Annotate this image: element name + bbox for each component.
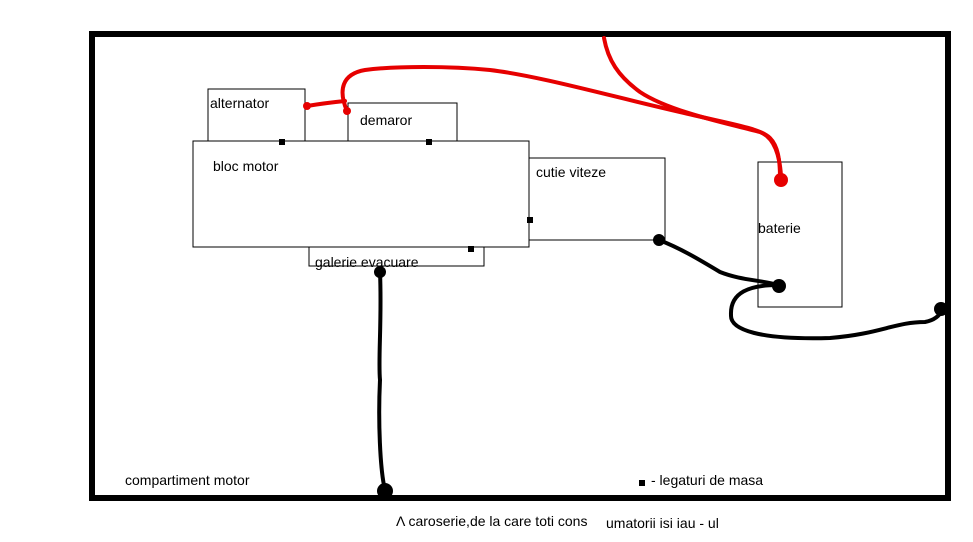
positive-terminal-alternator — [303, 102, 311, 110]
ground-terminal-body — [377, 483, 393, 499]
bloc-motor-box — [192, 140, 530, 248]
ground-terminal-gearbox — [653, 234, 665, 246]
ground-marker — [279, 139, 285, 145]
ground-marker — [426, 139, 432, 145]
ground-terminal-exhaust — [374, 266, 386, 278]
battery-positive-terminal — [774, 173, 788, 187]
galerie-label: galerie evacuare — [315, 254, 419, 270]
ground-marker-legend — [639, 480, 645, 486]
ground-wire-gearbox-battery — [657, 238, 780, 287]
bottom-caption-part2: umatorii isi iau - ul — [606, 515, 719, 531]
battery-negative-terminal — [772, 279, 786, 293]
ground-terminal-frame — [934, 302, 948, 316]
positive-wire-from-top — [602, 36, 783, 178]
demaror-label: demaror — [360, 112, 413, 128]
legend-label: - legaturi de masa — [651, 472, 764, 488]
positive-terminal-demaror — [343, 107, 351, 115]
cutie-viteze-box — [528, 157, 666, 241]
demaror-box — [347, 102, 458, 142]
alternator-label: alternator — [210, 95, 270, 111]
ground-marker — [468, 246, 474, 252]
ground-marker — [527, 217, 533, 223]
ground-wire-battery-frame — [728, 283, 944, 341]
bottom-caption-part1: Λ caroserie,de la care toti cons — [396, 513, 588, 529]
compartiment-label: compartiment motor — [125, 472, 250, 488]
compartment-frame — [89, 31, 951, 501]
ground-wire-exhaust-body — [377, 270, 387, 492]
positive-wire-alternator-demaror — [305, 99, 347, 108]
cutie-viteze-label: cutie viteze — [536, 164, 607, 180]
bloc-motor-label: bloc motor — [213, 158, 279, 174]
baterie-label: baterie — [758, 220, 801, 236]
